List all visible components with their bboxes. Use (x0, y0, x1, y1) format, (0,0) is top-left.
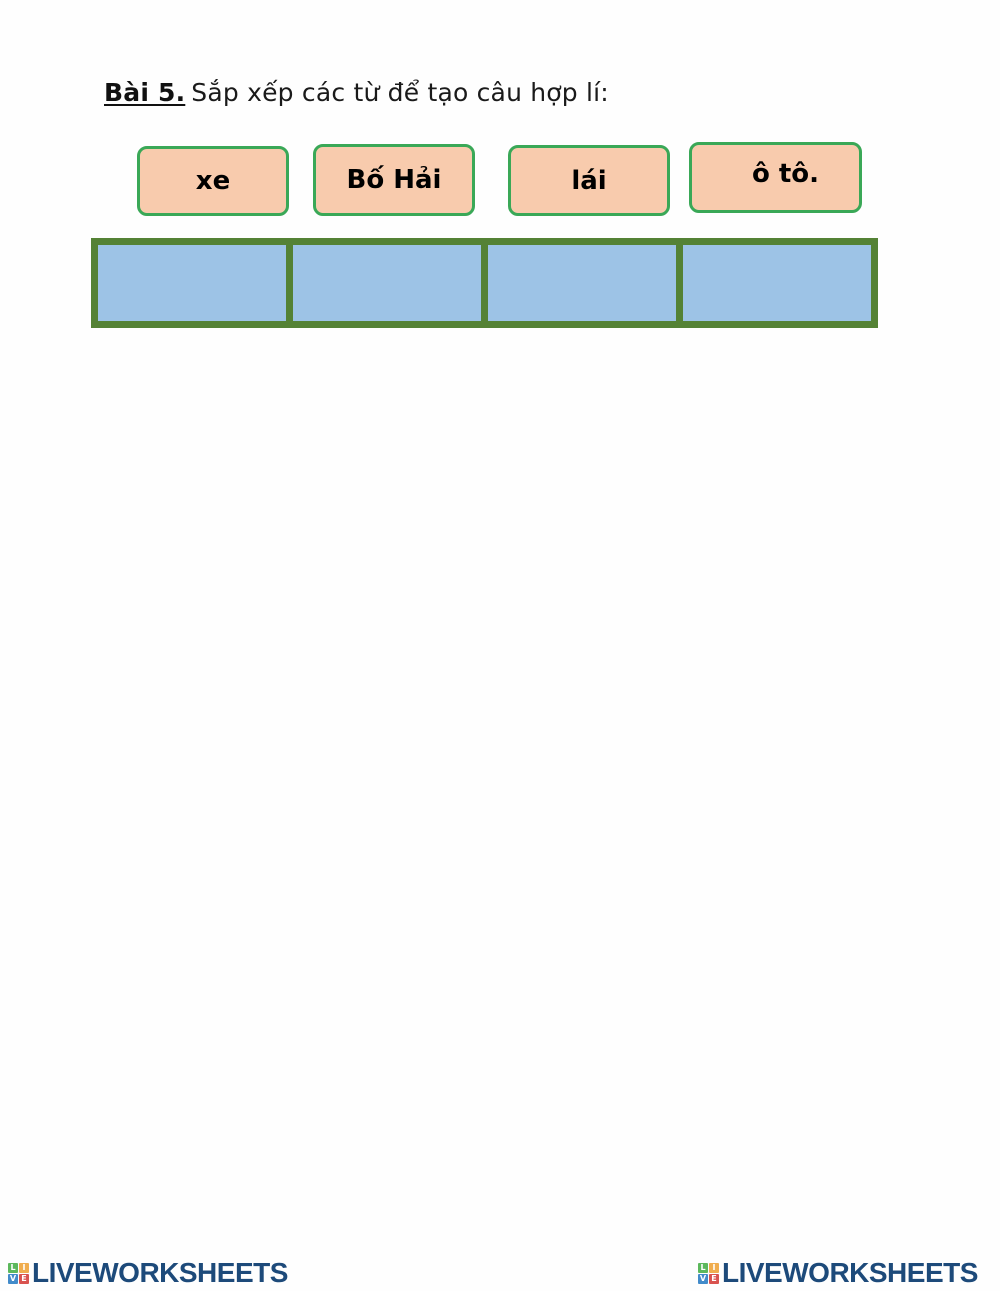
exercise-instruction: Bài 5.Sắp xếp các từ để tạo câu hợp lí: (104, 78, 609, 107)
logo-tile-l: L (8, 1262, 18, 1273)
word-chip-xe[interactable]: xe (137, 146, 289, 216)
word-chip-label: ô tô. (751, 158, 820, 189)
logo-text: LIVEWORKSHEETS (722, 1257, 978, 1288)
word-chip-lai[interactable]: lái (508, 145, 670, 216)
logo-tiles-icon: L I V E (8, 1262, 29, 1284)
logo-tile-e: E (709, 1273, 719, 1284)
logo-tiles-icon: L I V E (698, 1262, 719, 1284)
drop-zone-1[interactable] (98, 245, 286, 321)
word-chip-label: xe (195, 166, 231, 196)
drop-zone-3[interactable] (488, 245, 676, 321)
word-chip-o-to[interactable]: ô tô. (689, 142, 862, 213)
liveworksheets-logo-right: L I V E LIVEWORKSHEETS (698, 1259, 978, 1287)
exercise-number: Bài 5. (104, 78, 186, 107)
liveworksheets-logo-left: L I V E LIVEWORKSHEETS (8, 1259, 288, 1287)
logo-tile-e: E (19, 1273, 29, 1284)
answer-drop-row (91, 238, 878, 328)
drop-zone-2[interactable] (293, 245, 481, 321)
logo-tile-i: I (709, 1262, 719, 1273)
word-chip-label: lái (571, 165, 607, 196)
logo-tile-l: L (698, 1262, 708, 1273)
logo-text: LIVEWORKSHEETS (32, 1257, 288, 1288)
word-chip-bo-hai[interactable]: Bố Hải (313, 144, 475, 216)
logo-tile-v: V (8, 1273, 18, 1284)
word-chip-label: Bố Hải (346, 165, 442, 195)
instruction-text: Sắp xếp các từ để tạo câu hợp lí: (191, 78, 609, 107)
logo-tile-i: I (19, 1262, 29, 1273)
drop-zone-4[interactable] (683, 245, 871, 321)
logo-tile-v: V (698, 1273, 708, 1284)
